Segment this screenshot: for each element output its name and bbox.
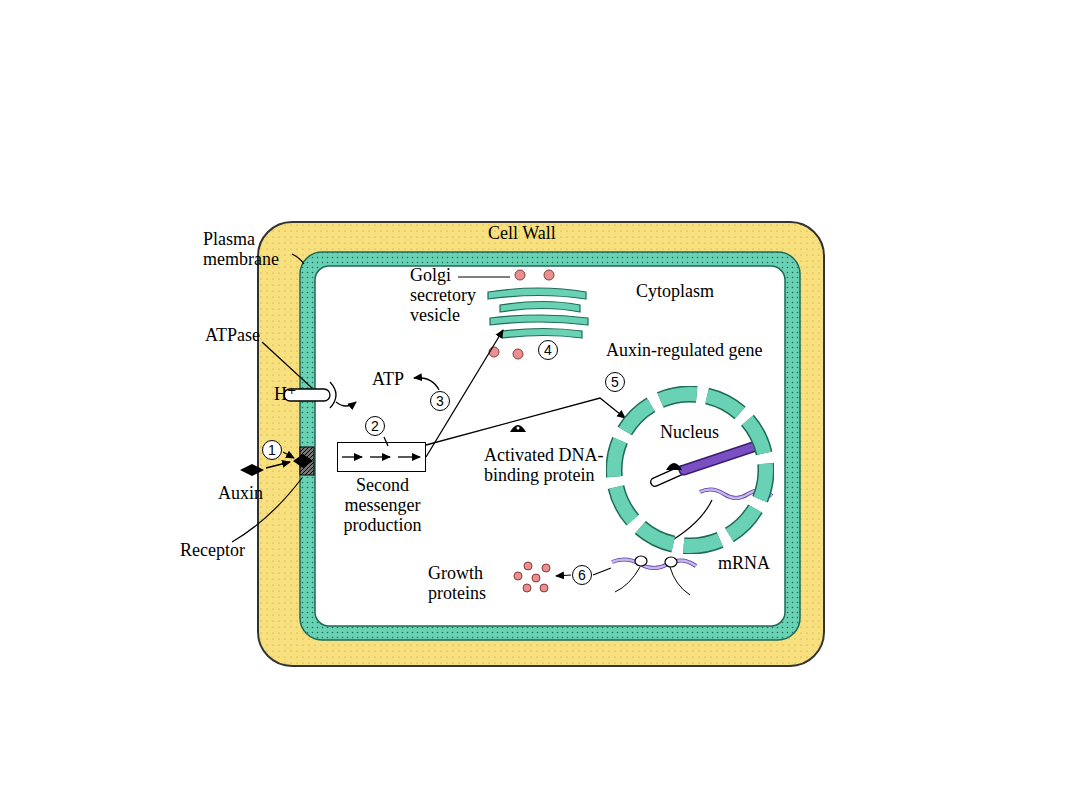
text-label: ATP [372, 370, 404, 390]
text-label: Growth proteins [428, 564, 512, 604]
callout-number: 4 [538, 340, 558, 360]
text-label: Golgi secretory vesicle [410, 266, 494, 325]
callout-number: 2 [365, 416, 385, 436]
text-label: Cell Wall [488, 224, 556, 244]
callout-number: 5 [605, 372, 625, 392]
nucleus-circle: Nucleus [606, 386, 774, 554]
text-label: H⁺ [274, 385, 297, 405]
process-box: Second messenger production [337, 442, 426, 472]
text-label: Cytoplasm [636, 282, 714, 302]
callout-number: 3 [430, 391, 450, 411]
signal-arrow [426, 398, 625, 445]
text-label: Receptor [180, 541, 245, 561]
box-caption: Second messenger production [326, 476, 439, 535]
nucleus-envelope [606, 386, 774, 554]
text-label: Auxin-regulated gene [606, 341, 778, 361]
node-label: Nucleus [660, 423, 719, 443]
text-label: Activated DNA-binding protein [484, 446, 624, 486]
text-label: mRNA [718, 554, 770, 574]
callout-number: 1 [262, 440, 282, 460]
text-label: Plasma membrane [203, 230, 295, 270]
callout-number: 6 [572, 565, 592, 585]
text-label: Auxin [218, 484, 263, 504]
text-label: ATPase [205, 326, 260, 346]
